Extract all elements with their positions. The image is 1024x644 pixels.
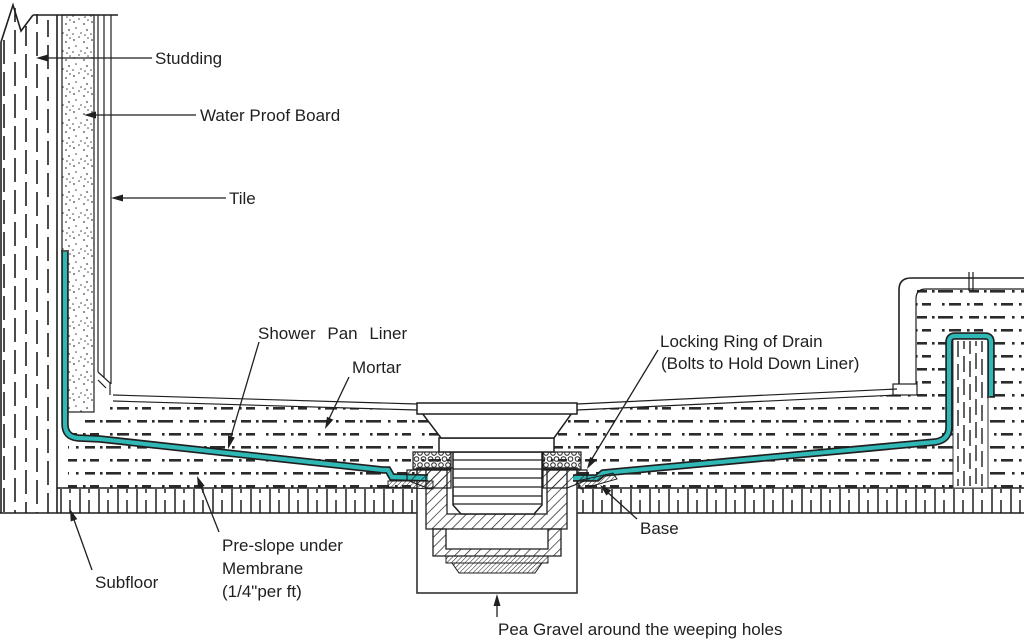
label-tile: Tile	[229, 189, 256, 208]
label-locking-ring-line2: (Bolts to Hold Down Liner)	[661, 354, 859, 373]
floor-tile-left	[112, 394, 418, 411]
label-preslope-line2: Membrane	[222, 559, 303, 578]
label-studding: Studding	[155, 49, 222, 68]
tile-joint-ticks	[968, 272, 974, 291]
curb-tile-inner	[915, 288, 1024, 384]
locking-ring-left	[412, 451, 452, 470]
label-shower-pan-liner: Shower Pan Liner	[258, 324, 407, 343]
break-line	[0, 2, 34, 43]
label-subfloor: Subfloor	[95, 573, 159, 592]
label-base: Base	[640, 519, 679, 538]
drain-grate-rim	[416, 402, 578, 415]
weep-band	[445, 555, 549, 564]
drain-collar	[438, 437, 555, 453]
label-locking-ring-line1: Locking Ring of Drain	[660, 332, 823, 351]
label-pea-gravel: Pea Gravel around the weeping holes	[498, 620, 782, 639]
curb-tile-outer	[898, 277, 1024, 384]
locking-ring-right	[542, 451, 582, 470]
labels: Studding Water Proof Board Tile Shower P…	[95, 49, 859, 639]
barrel-threads	[453, 459, 542, 505]
floor-tile	[112, 388, 898, 411]
liner-left	[62, 252, 429, 481]
label-preslope-line1: Pre-slope under	[222, 536, 343, 555]
liner-right	[573, 333, 994, 481]
studding-hatch	[3, 8, 49, 513]
label-mortar: Mortar	[352, 358, 401, 377]
drain-bottom-plate	[451, 562, 543, 574]
strainer-body	[420, 412, 574, 439]
leader-lines	[36, 54, 659, 617]
shower-pan-liner	[61, 250, 995, 482]
stud-edges	[0, 15, 58, 513]
drain-assembly	[387, 402, 618, 574]
wall-tile-foot	[97, 371, 111, 395]
base-strip-right	[576, 472, 618, 490]
wall-tile-lines	[97, 15, 112, 384]
curb-wood-grain	[957, 341, 983, 486]
threaded-barrel	[452, 451, 543, 515]
label-preslope-line3: (1/4"per ft)	[222, 582, 302, 601]
curb	[892, 272, 1024, 489]
liner-end-caps	[61, 250, 995, 398]
label-water-proof-board: Water Proof Board	[200, 106, 340, 125]
floor-tile-right	[576, 388, 898, 411]
